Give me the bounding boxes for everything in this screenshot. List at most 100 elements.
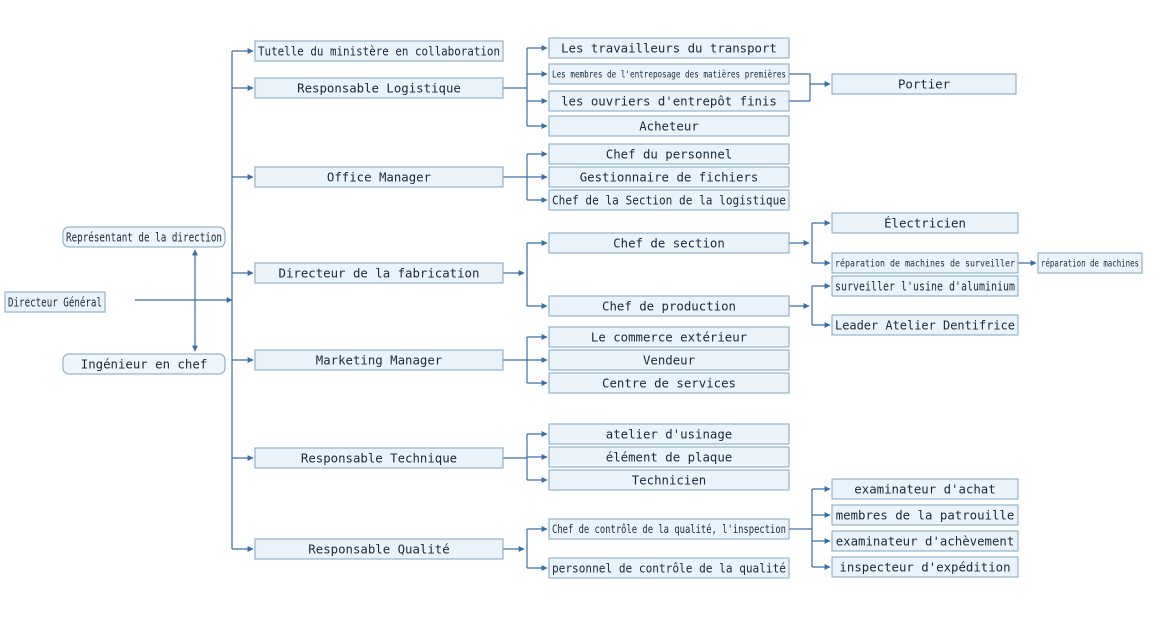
node-portier: Portier — [831, 73, 1017, 95]
node-box — [254, 538, 504, 560]
node-label: Tutelle du ministère en collaboration — [258, 44, 500, 58]
node-gestionnaire-de-fichiers: Gestionnaire de fichiers — [548, 166, 790, 188]
node-box — [548, 143, 790, 165]
node-label: Office Manager — [327, 170, 431, 184]
node-box — [831, 478, 1019, 500]
node-les-travailleurs-du-transport: Les travailleurs du transport — [548, 37, 790, 59]
node-box — [548, 90, 790, 112]
node-membres-de-la-patrouille: membres de la patrouille — [831, 504, 1019, 526]
node-examinateur-d-achat: examinateur d'achat — [831, 478, 1019, 500]
node-label: Directeur de la fabrication — [279, 266, 480, 280]
node-box — [254, 77, 504, 99]
node-inspecteur-d-expedition: inspecteur d'expédition — [831, 556, 1019, 578]
node-box — [548, 189, 790, 211]
node-label: Chef du personnel — [606, 147, 732, 161]
node-directeur-de-la-fabrication: Directeur de la fabrication — [254, 262, 504, 284]
node-box — [254, 447, 504, 469]
node-directeur-general: Directeur Général — [4, 291, 106, 313]
node-chef-du-personnel: Chef du personnel — [548, 143, 790, 165]
node-chef-de-controle-de-la-qualite-l-inspect: Chef de contrôle de la qualité, l'inspec… — [548, 518, 790, 540]
node-label: surveiller l'usine d'aluminium — [835, 279, 1015, 293]
node-box — [62, 226, 226, 248]
node-label: Portier — [898, 77, 950, 91]
node-label: Technicien — [632, 473, 706, 487]
node-box — [254, 166, 504, 188]
node-label: Vendeur — [643, 353, 695, 367]
node-label: Chef de section — [613, 236, 725, 250]
node-atelier-d-usinage: atelier d'usinage — [548, 423, 790, 445]
node-examinateur-d-achevement: examinateur d'achèvement — [831, 530, 1019, 552]
node-technicien: Technicien — [548, 469, 790, 491]
node-box — [831, 252, 1019, 274]
node-label: personnel de contrôle de la qualité — [552, 561, 786, 575]
node-tutelle-du-ministere-en-collaboration: Tutelle du ministère en collaboration — [254, 40, 504, 62]
node-label: réparation de machines — [1041, 258, 1139, 269]
node-reparation-de-machines: réparation de machines — [1037, 252, 1143, 274]
node-box — [831, 504, 1019, 526]
node-box — [548, 446, 790, 468]
node-responsable-technique: Responsable Technique — [254, 447, 504, 469]
node-label: élément de plaque — [606, 450, 732, 464]
node-label: inspecteur d'expédition — [839, 560, 1010, 574]
node-box — [548, 557, 790, 579]
node-label: atelier d'usinage — [606, 427, 732, 441]
node-label: Responsable Logistique — [297, 81, 461, 95]
node-box — [548, 423, 790, 445]
node-responsable-logistique: Responsable Logistique — [254, 77, 504, 99]
node-chef-de-la-section-de-la-logistique: Chef de la Section de la logistique — [548, 189, 790, 211]
node-le-commerce-exterieur: Le commerce extérieur — [548, 326, 790, 348]
node-marketing-manager: Marketing Manager — [254, 349, 504, 371]
node-reparation-de-machines-de-surveiller: réparation de machines de surveiller — [831, 252, 1019, 274]
node-box — [548, 115, 790, 137]
node-chef-de-production: Chef de production — [548, 295, 790, 317]
node-les-membres-de-l-entreposage-des-matiere: Les membres de l'entreposage des matière… — [548, 63, 790, 85]
node-box — [548, 469, 790, 491]
connector-lines — [135, 45, 1037, 571]
node-label: Leader Atelier Dentifrice — [835, 318, 1015, 332]
node-office-manager: Office Manager — [254, 166, 504, 188]
node-box — [1037, 252, 1143, 274]
node-ingenieur-en-chef: Ingénieur en chef — [62, 353, 226, 375]
node-box — [548, 372, 790, 394]
node-box — [831, 314, 1019, 336]
node-label: Acheteur — [639, 119, 699, 133]
node-box — [831, 73, 1017, 95]
node-responsable-qualite: Responsable Qualité — [254, 538, 504, 560]
node-box — [548, 166, 790, 188]
node-element-de-plaque: élément de plaque — [548, 446, 790, 468]
node-box — [254, 262, 504, 284]
node-label: Électricien — [884, 215, 966, 230]
node-representant-de-la-direction: Représentant de la direction — [62, 226, 226, 248]
node-label: les ouvriers d'entrepôt finis — [561, 94, 777, 108]
node-box — [548, 63, 790, 85]
node-box — [548, 232, 790, 254]
node-box — [831, 275, 1019, 297]
node-electricien: Électricien — [831, 212, 1019, 234]
node-label: Représentant de la direction — [66, 230, 222, 244]
node-label: Responsable Qualité — [308, 542, 449, 556]
node-box — [254, 349, 504, 371]
node-vendeur: Vendeur — [548, 349, 790, 371]
node-personnel-de-controle-de-la-qualite: personnel de contrôle de la qualité — [548, 557, 790, 579]
node-acheteur: Acheteur — [548, 115, 790, 137]
node-box — [548, 518, 790, 540]
node-label: membres de la patrouille — [836, 508, 1015, 522]
node-label: Chef de la Section de la logistique — [552, 193, 786, 207]
node-box — [548, 349, 790, 371]
node-layer: Directeur Général Représentant de la dire… — [4, 37, 1143, 579]
node-box — [548, 295, 790, 317]
node-box — [62, 353, 226, 375]
node-label: Les membres de l'entreposage des matière… — [552, 69, 786, 80]
node-label: examinateur d'achèvement — [836, 534, 1015, 548]
node-centre-de-services: Centre de services — [548, 372, 790, 394]
node-label: Ingénieur en chef — [81, 357, 207, 371]
node-label: Chef de production — [602, 299, 736, 313]
node-surveiller-l-usine-d-aluminium: surveiller l'usine d'aluminium — [831, 275, 1019, 297]
node-box — [831, 530, 1019, 552]
node-box — [548, 37, 790, 59]
node-box — [4, 291, 106, 313]
node-label: Chef de contrôle de la qualité, l'inspec… — [552, 522, 786, 536]
node-label: Centre de services — [602, 376, 736, 390]
node-box — [831, 556, 1019, 578]
